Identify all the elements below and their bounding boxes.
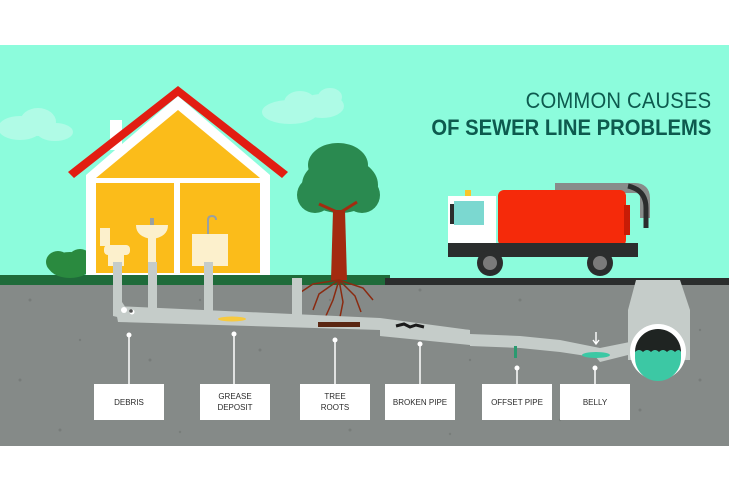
broken-pipe-crack: [395, 322, 425, 329]
road: [385, 278, 729, 285]
arrow-down-icon: [592, 332, 600, 346]
vacuum-truck: [448, 183, 650, 276]
debris: [121, 307, 135, 315]
page-title: COMMON CAUSES OF SEWER LINE PROBLEMS: [407, 88, 711, 142]
cloud-icon: [0, 108, 73, 141]
title-line-1: COMMON CAUSES: [525, 88, 711, 113]
label-broken-pipe: BROKEN PIPE: [385, 384, 455, 420]
house: [68, 86, 288, 275]
title-line-2: OF SEWER LINE PROBLEMS: [430, 115, 711, 140]
tree-icon: [297, 143, 380, 323]
sink-icon: [136, 218, 168, 266]
roots-in-pipe: [318, 322, 360, 327]
grass: [0, 275, 390, 285]
belly-water: [582, 352, 610, 358]
offset-leak: [514, 346, 517, 358]
cloud-icon: [262, 88, 344, 124]
leader-lines: [128, 336, 596, 384]
ground: [0, 283, 729, 446]
label-debris: DEBRIS: [94, 384, 164, 420]
label-belly: BELLY: [560, 384, 630, 420]
manhole: [628, 280, 690, 381]
label-grease-deposit: GREASE DEPOSIT: [200, 384, 270, 420]
kitchen-sink-icon: [192, 214, 228, 266]
grease-deposit: [218, 316, 246, 322]
label-offset-pipe: OFFSET PIPE: [482, 384, 552, 420]
label-tree-roots: TREE ROOTS: [300, 384, 370, 420]
